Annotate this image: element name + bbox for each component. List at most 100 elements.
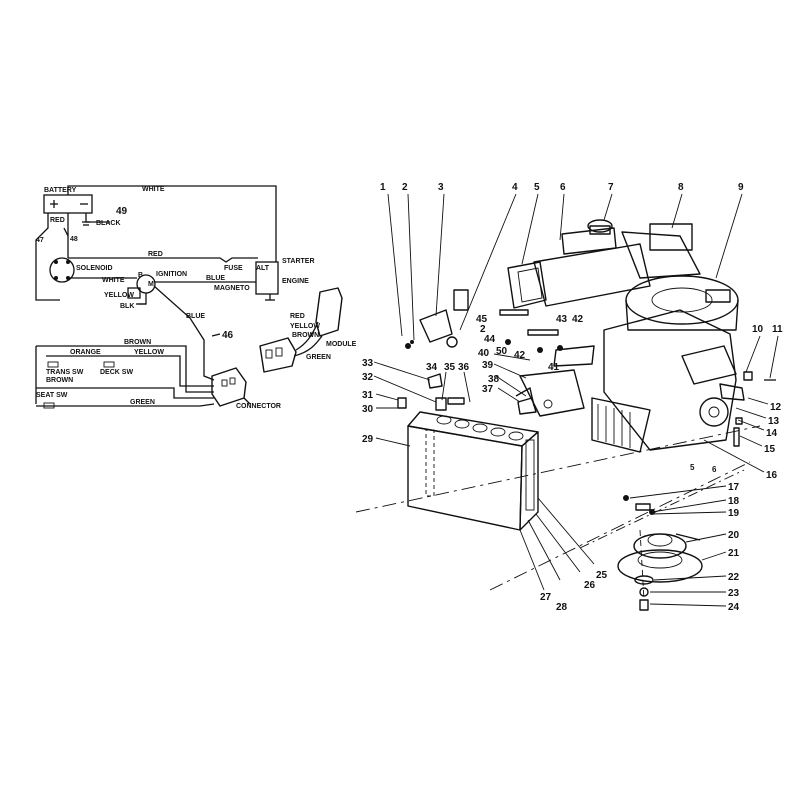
wiring-diagram: BATTERY WHITE 49 BLACK RED 47 48 SOLENOI… [35,185,357,410]
label-red-left: RED [50,217,65,224]
callout-44: 44 [484,334,496,345]
callout-27: 27 [540,592,552,603]
label-connector: CONNECTOR [236,403,281,410]
pulley-lower [617,549,703,583]
callout-32: 32 [362,372,374,383]
engine-box-symbol [255,261,279,295]
label-solenoid: SOLENOID [76,265,113,272]
callout-2: 2 [402,182,408,193]
callout-21: 21 [728,548,740,559]
fuel-tank [533,243,651,307]
wire-green-bot [36,403,215,407]
callout-24: 24 [728,602,740,613]
label-seat-sw: SEAT SW [36,392,68,399]
connector-symbol [211,367,247,407]
solenoid-bracket [519,369,585,417]
callout-13: 13 [768,416,780,427]
wire-red-left [35,213,60,301]
muffler-shield [621,231,701,279]
callout-39: 39 [482,360,494,371]
label-47: 47 [36,237,44,244]
label-brown-sw: BROWN [46,377,73,384]
flywheel [699,397,729,427]
battery-body [407,425,523,531]
callout-17: 17 [728,482,740,493]
callout-18: 18 [728,496,740,507]
callout-9: 9 [738,182,744,193]
exploded-view: 1 2 3 4 5 6 7 8 9 10 11 12 13 14 15 16 1… [355,182,783,613]
label-white-top: WHITE [142,186,165,193]
label-49: 49 [116,206,128,217]
callout-28: 28 [556,602,568,613]
label-blue-down: BLUE [186,313,205,320]
callout-7: 7 [608,182,614,193]
label-orange: ORANGE [70,349,101,356]
engine-block [603,309,737,451]
label-brown-top: BROWN [124,339,151,346]
callout-29: 29 [362,434,374,445]
callout-6: 6 [560,182,566,193]
label-alt: ALT [256,265,270,272]
label-yellow-ign: YELLOW [104,292,134,299]
label-b: B [138,272,143,279]
callout-10: 10 [752,324,764,335]
callout-36: 36 [458,362,470,373]
callout-1: 1 [380,182,386,193]
callout-8: 8 [678,182,684,193]
label-engine: ENGINE [282,278,309,285]
label-starter: STARTER [282,258,315,265]
air-cleaner [507,261,547,309]
callout-19: 19 [728,508,740,519]
label-48: 48 [70,236,78,243]
callout-33: 33 [362,358,374,369]
callout-40: 40 [478,348,490,359]
label-magneto: MAGNETO [214,285,250,292]
callout-15: 15 [764,444,776,455]
wire-blue-down [153,285,215,381]
callout-5-small: 5 [690,463,695,472]
callout-42-lower: 42 [514,350,526,361]
label-green-mod: GREEN [306,354,331,361]
label-m: M [148,281,154,288]
callout-23: 23 [728,588,740,599]
module-symbol [315,287,343,337]
label-red-mod: RED [290,313,305,320]
label-blk: BLK [120,303,134,310]
label-trans-sw: TRANS SW [46,369,84,376]
callout-2-lower: 2 [480,324,486,335]
callout-42-upper: 42 [572,314,584,325]
callout-11: 11 [772,324,783,335]
cylinder-fins [591,397,651,453]
label-deck-sw: DECK SW [100,369,133,376]
blower-housing [625,275,739,325]
label-yellow-mod: YELLOW [290,323,320,330]
label-46: 46 [222,330,234,341]
callout-38: 38 [488,374,500,385]
callout-26: 26 [584,580,596,591]
callout-5: 5 [534,182,540,193]
callout-35: 35 [444,362,456,373]
callout-37: 37 [482,384,494,395]
label-red-mid: RED [148,251,163,258]
callout-41: 41 [548,362,560,373]
callout-20: 20 [728,530,740,541]
label-blue-mid: BLUE [206,275,225,282]
callout-4: 4 [512,182,518,193]
callout-31: 31 [362,390,374,401]
label-yellow-sw: YELLOW [134,349,164,356]
callout-50: 50 [496,346,508,357]
callout-43: 43 [556,314,568,325]
wire-brown-top [36,345,214,393]
fuel-cap [587,219,613,233]
callout-3: 3 [438,182,444,193]
label-fuse: FUSE [224,265,243,272]
module-plug-symbol [259,337,297,373]
label-green-bot: GREEN [130,399,155,406]
callout-25: 25 [596,570,608,581]
wire-orange-yellow [46,355,214,387]
label-black: BLACK [96,220,121,227]
label-white-mid: WHITE [102,277,125,284]
callout-45: 45 [476,314,488,325]
